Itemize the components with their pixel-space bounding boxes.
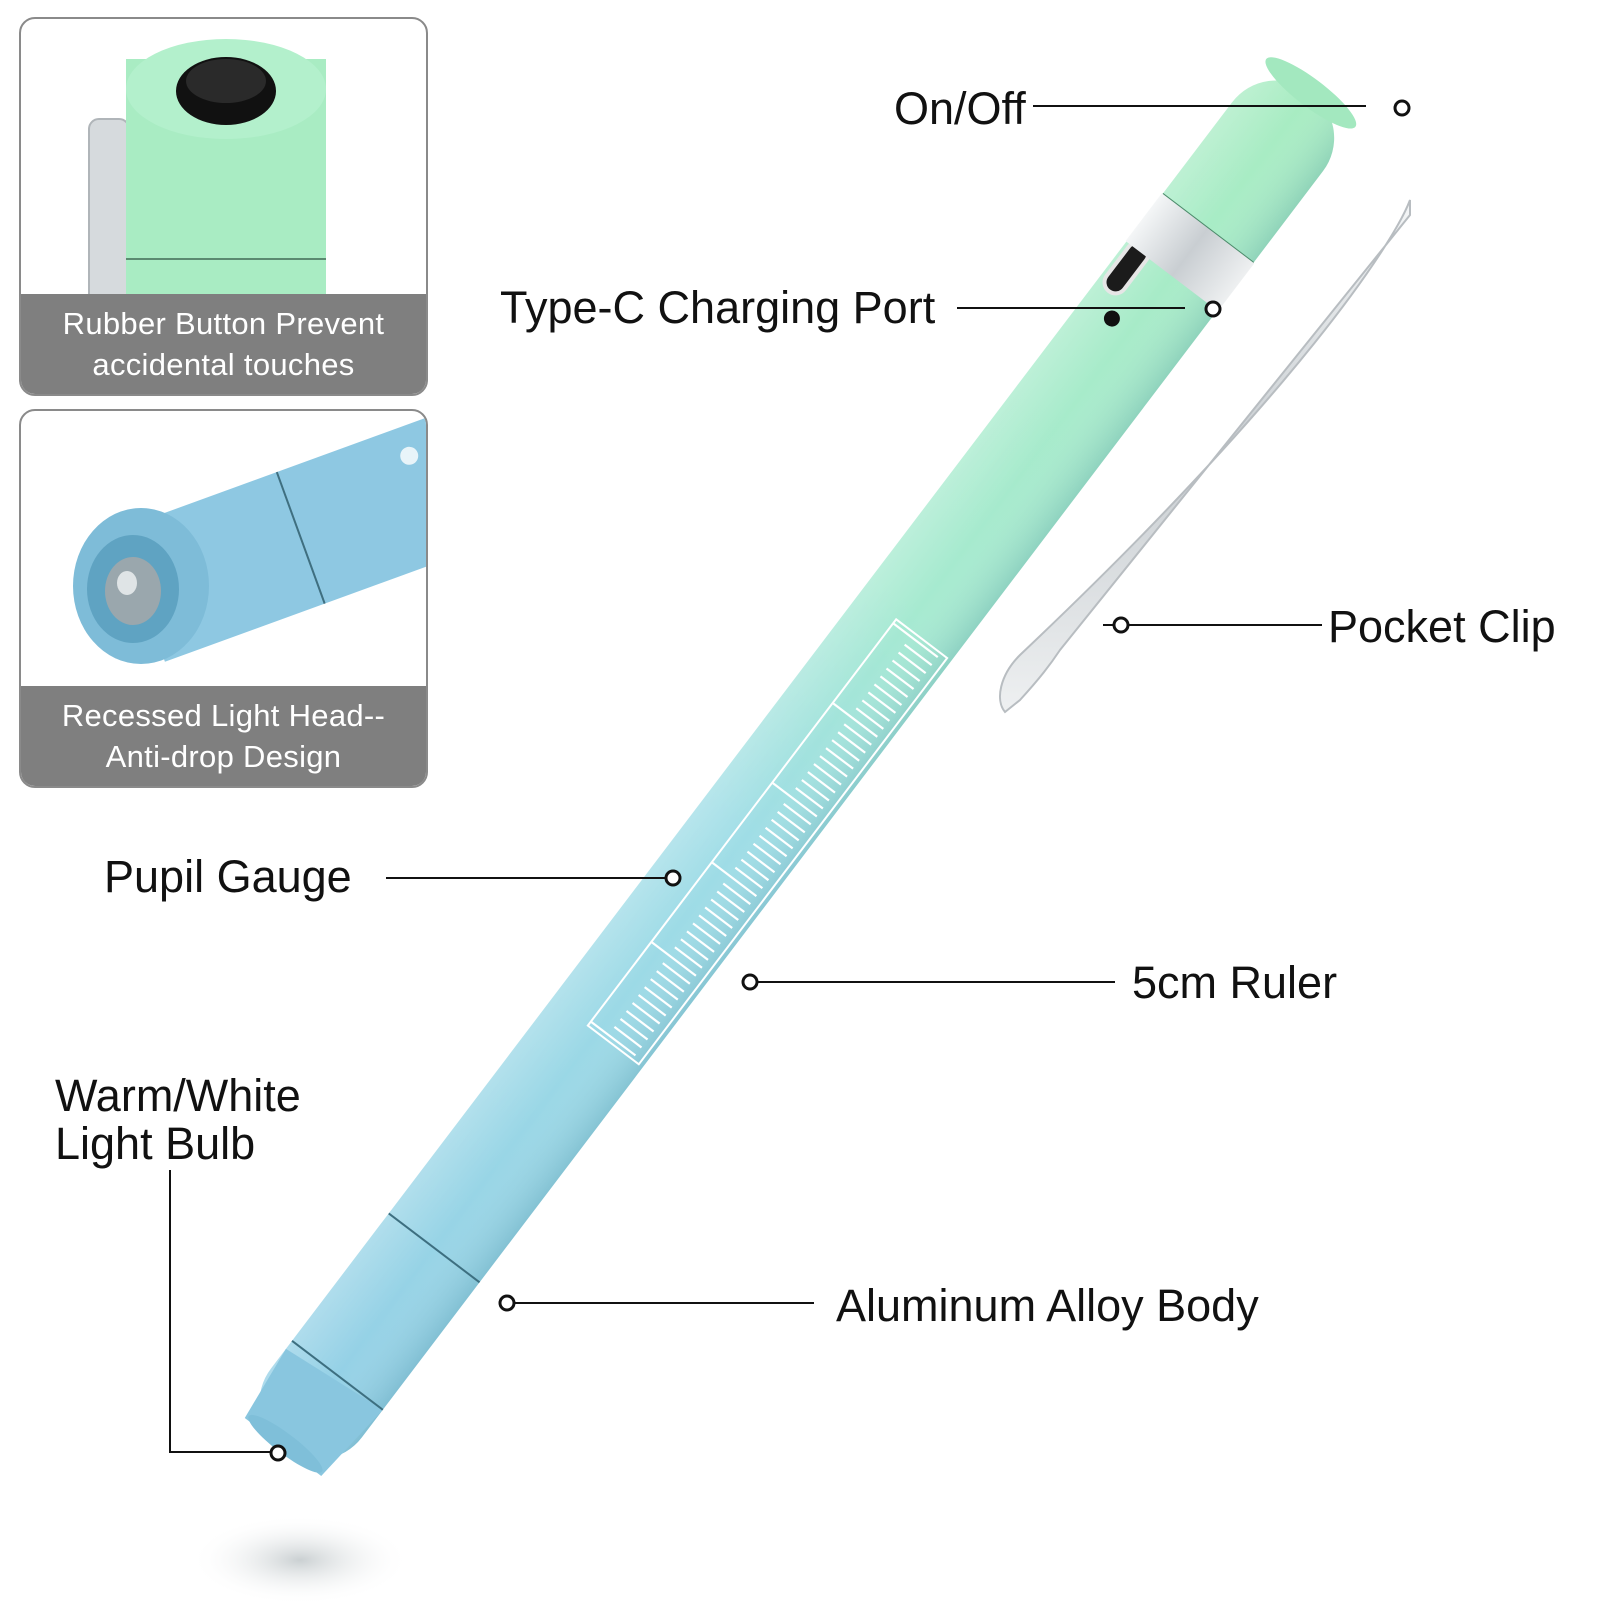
ruler-tick: [764, 826, 794, 850]
dot-body: [498, 1294, 516, 1312]
pen-shadow: [190, 1515, 410, 1601]
rubber-button-closeup: [88, 39, 326, 310]
ruler-tick: [879, 675, 909, 698]
ruler-tick: [680, 938, 709, 961]
inset-light-head: Recessed Light Head-- Anti-drop Design: [19, 409, 428, 788]
ruler-tick: [892, 622, 939, 659]
label-pupil-gauge: Pupil Gauge: [104, 851, 352, 902]
ruler-tick: [807, 771, 836, 794]
ruler-tick: [752, 842, 782, 866]
ruler-tick: [861, 699, 891, 722]
closeup-clip: [88, 118, 130, 310]
ruler-tick: [867, 691, 897, 714]
dot-pocket-clip: [1112, 616, 1130, 634]
clip-ring: [1125, 193, 1255, 312]
label-charging-port: Type-C Charging Port: [500, 282, 936, 333]
ruler-tick: [711, 861, 758, 897]
ruler-tick: [771, 781, 818, 818]
ruler-tick: [686, 930, 715, 953]
body-seam: [388, 1212, 481, 1284]
ruler-tick: [891, 659, 921, 682]
ruler-tick: [698, 914, 727, 937]
ruler-tick: [813, 763, 842, 786]
ruler-tick: [650, 978, 679, 1001]
dot-charging-port: [1204, 300, 1222, 318]
caption-line: Rubber Button Prevent: [62, 306, 385, 341]
dot-ruler: [741, 973, 759, 991]
ruler-tick: [819, 755, 848, 778]
ruler-tick: [746, 850, 776, 874]
label-on-off: On/Off: [894, 83, 1026, 134]
ruler-tick: [625, 1010, 655, 1033]
ruler-tick: [656, 970, 685, 993]
ruler-tick: [903, 643, 933, 667]
ruler-tick: [777, 810, 806, 834]
indicator-dot: [1103, 310, 1120, 327]
ruler-tick: [843, 723, 872, 746]
ruler-tick: [710, 898, 739, 921]
ruler-tick: [783, 802, 812, 826]
dot-bulb: [269, 1444, 287, 1462]
label-ruler: 5cm Ruler: [1132, 957, 1338, 1008]
ruler-tick: [613, 1026, 643, 1049]
callout-lines: [169, 105, 1366, 1453]
ruler-ticks: [590, 622, 939, 1057]
ruler-tick: [704, 906, 733, 929]
ruler-frame: [586, 617, 949, 1066]
ruler-tick: [795, 787, 824, 810]
ruler-tick: [734, 866, 764, 890]
inset-rubber-button: Rubber Button Prevent accidental touches: [19, 17, 428, 396]
ruler-tick: [885, 667, 915, 690]
pen-body: [244, 57, 1357, 1477]
ruler-tick: [692, 922, 721, 945]
caption-rubber-button: Rubber Button Prevent accidental touches: [21, 294, 426, 394]
caption-line: accidental touches: [92, 347, 355, 382]
pocket-clip: [999, 199, 1411, 714]
callout-dots: [269, 99, 1411, 1462]
label-bulb: Warm/White Light Bulb: [55, 1072, 301, 1168]
ruler-tick: [873, 683, 903, 706]
label-body: Aluminum Alloy Body: [836, 1280, 1259, 1331]
ruler-tick: [722, 882, 752, 905]
caption-line: Recessed Light Head--: [61, 698, 386, 733]
ruler-tick: [801, 779, 830, 802]
ruler-tick: [758, 834, 788, 858]
ruler-tick: [837, 731, 866, 754]
ruler-tick: [825, 747, 854, 770]
light-head-closeup: [73, 413, 426, 664]
ruler-tick: [832, 702, 878, 738]
ruler-tick: [674, 946, 703, 969]
ruler-tick: [897, 651, 927, 674]
caption-line: Anti-drop Design: [105, 739, 342, 774]
label-bulb-line1: Warm/White: [55, 1070, 301, 1121]
ruler-tick: [831, 739, 860, 762]
ruler-tick: [619, 1018, 649, 1041]
ruler-tick: [855, 707, 885, 730]
ruler-tick: [590, 1020, 637, 1057]
caption-light-head: Recessed Light Head-- Anti-drop Design: [21, 686, 426, 786]
ruler-tick: [631, 1002, 661, 1025]
ruler-tick: [643, 986, 673, 1009]
ruler-tick: [716, 890, 745, 913]
dot-pupil-gauge: [664, 869, 682, 887]
label-bulb-line2: Light Bulb: [55, 1118, 256, 1169]
leader-bulb: [169, 1170, 270, 1453]
ruler-tick: [770, 818, 800, 842]
ruler-tick: [650, 941, 697, 977]
label-pocket-clip: Pocket Clip: [1328, 601, 1556, 652]
dot-on-off: [1393, 99, 1411, 117]
ruler-tick: [637, 994, 667, 1017]
ruler-tick: [740, 858, 770, 882]
head-seam: [291, 1340, 384, 1411]
ruler-tick: [662, 962, 691, 985]
